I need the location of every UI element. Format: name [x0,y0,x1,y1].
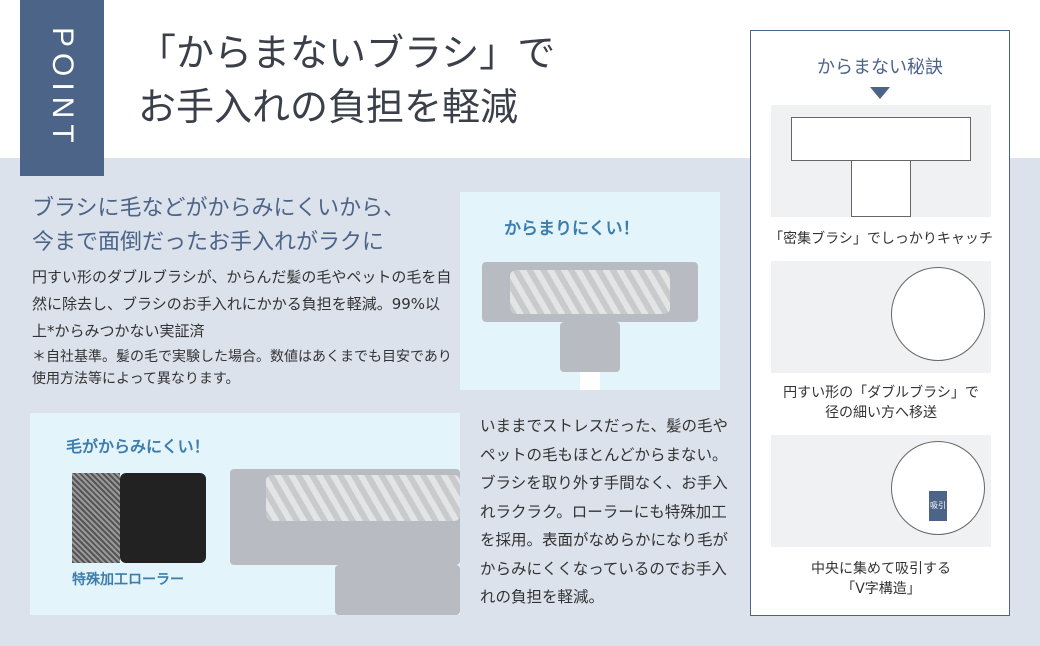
brush-outline [791,117,971,161]
body-text: 円すい形のダブルブラシが、からんだ髪の毛やペットの毛を自然に除去し、ブラシのお手… [32,268,452,340]
roller-image [120,473,206,563]
badge-text: 毛がからみにくい！ [66,437,210,456]
down-arrow-icon [870,87,890,99]
brush-pipe-image [580,372,600,390]
v-structure-illustration: 吸引 [771,435,991,547]
brush-image-box: からまりにくい！ [460,192,720,390]
body-text-2: いままでストレスだった、髪の毛やペットの毛もほとんどからまない。ブラシを取り外す… [480,417,729,606]
subtitle-line: 今まで面倒だったお手入れがラクに [32,230,385,255]
title-line: 「からまないブラシ」で [138,31,556,75]
head-neck-image [335,565,460,615]
page-title: 「からまないブラシ」で お手入れの負担を軽減 [138,26,555,134]
caption: 中央に集めて吸引する 「V字構造」 [811,561,951,597]
subtitle-line: ブラシに毛などがからみにくいから、 [32,196,406,221]
badge-text: からまりにくい！ [504,219,640,239]
caption: 円すい形の「ダブルブラシ」で 径の細い方へ移送 [783,385,979,421]
panel-heading: からまない秘訣 [817,57,943,78]
roller-texture-image [72,473,120,563]
zoom-circle [891,267,985,361]
subtitle: ブラシに毛などがからみにくいから、 今まで面倒だったお手入れがラクに [32,192,405,260]
double-brush-illustration [771,261,991,373]
title-line: お手入れの負担を軽減 [138,85,519,129]
suction-arrow-icon: 吸引 [929,491,947,521]
head-roller-image [266,475,460,521]
roller-image-box: 毛がからみにくい！ 特殊加工ローラー [30,413,460,615]
dense-brush-illustration [771,105,991,217]
brush-roller-image [510,270,670,314]
neck-outline [851,161,911,217]
point-label: POINT [46,27,79,149]
brush-neck-image [560,322,620,372]
roller-label: 特殊加工ローラー [72,572,184,588]
footnote: ＊自社基準。髪の毛で実験した場合。数値はあくまでも目安であり使用方法等によって異… [32,349,452,387]
secret-panel: からまない秘訣 「密集ブラシ」でしっかりキャッチ 円すい形の「ダブルブラシ」で … [750,30,1010,616]
caption: 「密集ブラシ」でしっかりキャッチ [769,231,993,247]
point-badge: POINT [20,0,104,176]
